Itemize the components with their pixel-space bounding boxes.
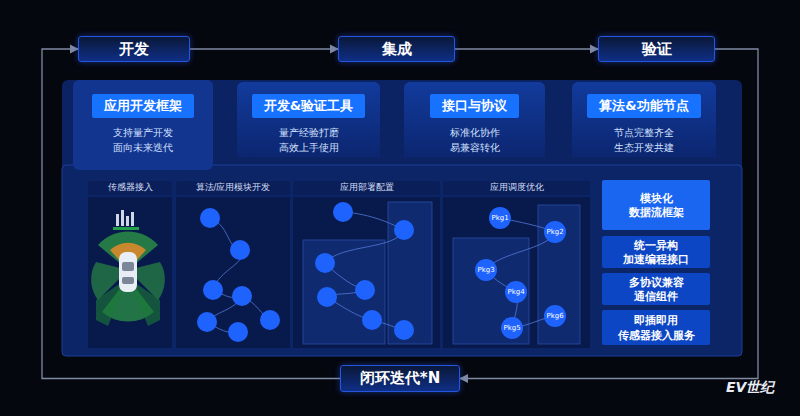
soc-box — [453, 238, 529, 344]
box-title: 算法/应用模块开发 — [196, 182, 271, 194]
box-description: 标准化协作 易兼容转化 — [450, 126, 500, 155]
framework-panel — [62, 80, 742, 356]
module-area — [176, 197, 290, 348]
watermark: EV世纪 — [726, 379, 774, 397]
box-title: 闭环迭代*N — [360, 369, 440, 388]
loop-box: 闭环迭代*N — [340, 365, 460, 392]
sensor-area — [88, 197, 172, 348]
lower-panel — [62, 165, 742, 356]
soc-box — [538, 205, 580, 344]
column-header: 算法/应用模块开发 — [176, 181, 290, 195]
car-illustration — [91, 231, 165, 326]
box-title: 应用部署配置 — [340, 182, 394, 194]
package-label: Pkg6 — [546, 312, 563, 320]
framework-tab: 开发&验证工具量产经验打磨 高效上手使用 — [237, 82, 380, 157]
package-label: Pkg2 — [546, 228, 563, 236]
stage-box: 开发 — [78, 36, 190, 62]
package-label: Pkg1 — [491, 214, 508, 222]
module-nodes — [197, 202, 566, 342]
box-title: 传感器接入 — [108, 182, 153, 194]
feature-box: 模块化 数据流框架 — [602, 180, 710, 230]
feature-box: 多协议兼容 通信组件 — [602, 273, 710, 305]
box-title: 开发&验证工具 — [252, 94, 365, 118]
box-title: 统一异构 加速编程接口 — [623, 238, 689, 266]
box-title: 开发 — [119, 40, 149, 59]
package-label: Pkg5 — [503, 324, 520, 332]
box-title: 应用调度优化 — [490, 182, 544, 194]
box-title: 即插即用 传感器接入服务 — [618, 313, 695, 341]
box-description: 量产经验打磨 高效上手使用 — [279, 126, 339, 155]
schedule-area — [443, 197, 590, 348]
soc-box — [388, 202, 432, 344]
box-title: 集成 — [382, 40, 412, 59]
feature-box: 即插即用 传感器接入服务 — [602, 310, 710, 345]
flow-arrow — [455, 48, 598, 49]
soc-box — [303, 240, 385, 344]
dataflow-links — [207, 212, 555, 333]
column-header: 传感器接入 — [88, 181, 172, 195]
flow-arrow — [190, 48, 338, 49]
column-header: 应用部署配置 — [293, 181, 440, 195]
box-title: 模块化 数据流框架 — [629, 191, 684, 219]
package-label: Pkg3 — [477, 266, 494, 274]
framework-tab: 算法&功能节点节点完整齐全 生态开发共建 — [572, 82, 716, 157]
box-description: 支持量产开发 面向未来迭代 — [113, 126, 173, 155]
active-tab — [73, 80, 213, 170]
framework-tab: 接口与协议标准化协作 易兼容转化 — [404, 82, 545, 157]
stage-box: 验证 — [598, 36, 715, 62]
deploy-area — [293, 197, 440, 348]
box-title: 多协议兼容 通信组件 — [629, 275, 684, 303]
stage-box: 集成 — [338, 36, 455, 62]
framework-tab: 应用开发框架支持量产开发 面向未来迭代 — [73, 82, 213, 165]
feature-box: 统一异构 加速编程接口 — [602, 236, 710, 268]
column-header: 应用调度优化 — [443, 181, 590, 195]
package-label: Pkg4 — [507, 288, 524, 296]
box-title: 算法&功能节点 — [587, 94, 700, 118]
box-title: 应用开发框架 — [92, 94, 194, 118]
box-description: 节点完整齐全 生态开发共建 — [614, 126, 674, 155]
sensor-icon — [113, 210, 139, 230]
box-title: 验证 — [642, 40, 672, 59]
box-title: 接口与协议 — [430, 94, 519, 118]
